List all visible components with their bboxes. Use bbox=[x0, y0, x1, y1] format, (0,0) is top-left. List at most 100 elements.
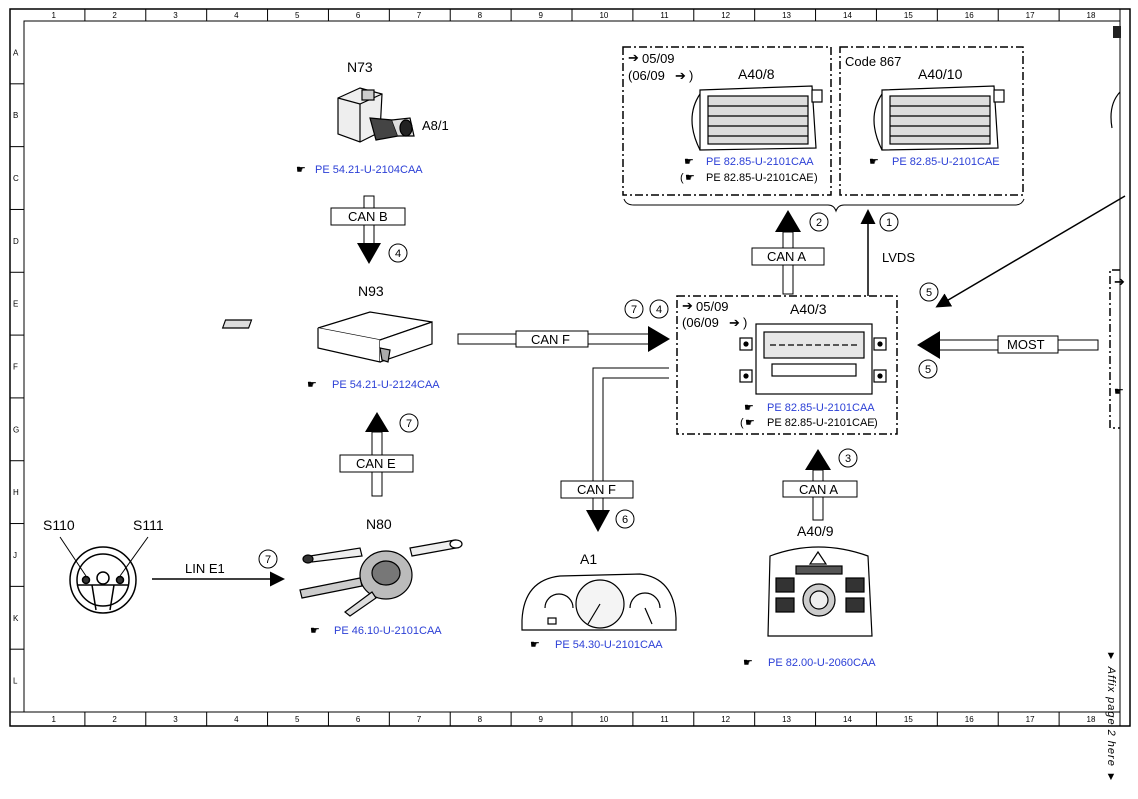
grid-column-label: 18 bbox=[1087, 11, 1096, 20]
can-b-arrow: CAN B bbox=[330, 195, 406, 264]
date-arrow-icon: ➔ bbox=[675, 68, 686, 83]
a40-3-image bbox=[739, 323, 887, 395]
a40-8-ref2-open: ( bbox=[680, 172, 684, 184]
lin-e1-label: LIN E1 bbox=[185, 561, 225, 576]
a40-3-box bbox=[676, 295, 898, 435]
note-marker: 1 bbox=[879, 212, 899, 232]
can-a-label: CAN A bbox=[767, 249, 806, 264]
grid-column-label: 14 bbox=[843, 11, 852, 20]
grid-column-label: 12 bbox=[721, 11, 730, 20]
a40-3-date1: 05/09 bbox=[696, 299, 729, 314]
ref-pointer-icon: ☛ bbox=[530, 639, 540, 651]
a1-image bbox=[521, 573, 677, 631]
a40-8-label: A40/8 bbox=[738, 66, 775, 82]
a40-8-image bbox=[691, 85, 823, 151]
date-arrow-icon: ➔ bbox=[628, 50, 639, 65]
a40-8-date2: (06/09 bbox=[628, 68, 665, 83]
note-marker: 7 4 bbox=[624, 299, 669, 319]
a40-10-image bbox=[873, 85, 1005, 151]
svg-text:6: 6 bbox=[622, 514, 628, 526]
grid-column-label: 2 bbox=[112, 11, 117, 20]
can-b-label: CAN B bbox=[348, 209, 388, 224]
group-brace bbox=[623, 198, 1025, 213]
note-marker: 4 bbox=[388, 243, 408, 263]
a40-3-ref-link[interactable]: PE 82.85-U-2101CAA bbox=[767, 402, 875, 414]
ref-pointer-icon: ☛ bbox=[310, 625, 320, 637]
can-e-arrow: CAN E bbox=[339, 412, 414, 497]
grid-column-label: 2 bbox=[112, 715, 117, 724]
grid-column-label: 7 bbox=[417, 715, 422, 724]
grid-column-label: 6 bbox=[356, 715, 361, 724]
ref-pointer-icon: ☛ bbox=[745, 417, 755, 429]
a40-3-date2-tail: ) bbox=[743, 315, 747, 330]
a40-10-box bbox=[839, 46, 1024, 196]
date-arrow-icon: ➔ bbox=[682, 298, 693, 313]
a40-8-ref-link[interactable]: PE 82.85-U-2101CAA bbox=[706, 156, 814, 168]
date-arrow-icon: ➔ bbox=[1114, 274, 1125, 289]
grid-column-label: 10 bbox=[599, 11, 608, 20]
ref-pointer-icon: ☛ bbox=[1114, 386, 1124, 398]
ref-pointer-icon: ☛ bbox=[743, 657, 753, 669]
a40-9-label: A40/9 bbox=[797, 523, 834, 539]
date-arrow-icon: ➔ bbox=[729, 315, 740, 330]
a40-10-ref-link[interactable]: PE 82.85-U-2101CAE bbox=[892, 156, 1000, 168]
svg-text:5: 5 bbox=[926, 287, 932, 299]
can-f-horizontal-arrow: CAN F bbox=[457, 326, 670, 352]
a1-ref-link[interactable]: PE 54.30-U-2101CAA bbox=[555, 639, 663, 651]
frame-outer bbox=[9, 8, 1131, 727]
svg-text:4: 4 bbox=[395, 248, 401, 260]
grid-row-label: E bbox=[13, 300, 18, 309]
svg-text:4: 4 bbox=[656, 304, 662, 316]
grid-column-label: 17 bbox=[1026, 715, 1035, 724]
a40-10-code: Code 867 bbox=[845, 54, 901, 69]
a40-3-ref2-open: ( bbox=[740, 417, 744, 429]
note-marker: 2 bbox=[809, 212, 829, 232]
can-a-upper-arrow: CAN A bbox=[751, 210, 825, 295]
n93-ref-link[interactable]: PE 54.21-U-2124CAA bbox=[332, 379, 440, 391]
grid-column-label: 15 bbox=[904, 715, 913, 724]
a1-label: A1 bbox=[580, 551, 597, 567]
grid-column-label: 5 bbox=[295, 11, 300, 20]
grid-column-label: 3 bbox=[173, 715, 178, 724]
grid-column-label: 14 bbox=[843, 715, 852, 724]
steering-wheel-image bbox=[59, 536, 149, 614]
grid-column-label: 16 bbox=[965, 11, 974, 20]
can-f-branch-arrow: CAN F bbox=[560, 367, 669, 532]
grid-column-label: 8 bbox=[478, 715, 483, 724]
ref-pointer-icon: ☛ bbox=[307, 379, 317, 391]
svg-text:1: 1 bbox=[886, 217, 892, 229]
a40-8-ref2-close: ) bbox=[814, 172, 818, 184]
grid-column-label: 18 bbox=[1087, 715, 1096, 724]
grid-row-label: K bbox=[13, 614, 19, 623]
n80-label: N80 bbox=[366, 516, 392, 532]
s111-label: S111 bbox=[133, 517, 164, 533]
ref-pointer-icon: ☛ bbox=[685, 172, 695, 184]
note-marker: 5 bbox=[919, 282, 939, 302]
n73-ref-link[interactable]: PE 54.21-U-2104CAA bbox=[315, 164, 423, 176]
note-marker: 6 bbox=[615, 509, 635, 529]
grid-column-label: 5 bbox=[295, 715, 300, 724]
can-f-label-2: CAN F bbox=[577, 482, 616, 497]
a40-8-ref2-link[interactable]: PE 82.85-U-2101CAE bbox=[706, 172, 814, 184]
ref-pointer-icon: ☛ bbox=[744, 402, 754, 414]
grid-column-label: 16 bbox=[965, 715, 974, 724]
a40-3-ref2-link[interactable]: PE 82.85-U-2101CAE bbox=[767, 417, 875, 429]
grid-row-label: F bbox=[13, 363, 18, 372]
note-marker: 7 bbox=[258, 549, 278, 569]
svg-text:7: 7 bbox=[631, 304, 637, 316]
diagonal-arrow bbox=[935, 195, 1126, 308]
svg-text:5: 5 bbox=[925, 364, 931, 376]
a40-9-ref-link[interactable]: PE 82.00-U-2060CAA bbox=[768, 657, 876, 669]
note-marker: 7 bbox=[399, 413, 419, 433]
grid-column-label: 4 bbox=[234, 11, 239, 20]
a40-8-date1: 05/09 bbox=[642, 51, 675, 66]
ref-pointer-icon: ☛ bbox=[296, 164, 306, 176]
svg-text:2: 2 bbox=[816, 217, 822, 229]
ref-pointer-icon: ☛ bbox=[869, 156, 879, 168]
s110-label: S110 bbox=[43, 517, 75, 533]
grid-column-label: 3 bbox=[173, 11, 178, 20]
corner-mark-icon bbox=[1113, 26, 1121, 38]
n80-ref-link[interactable]: PE 46.10-U-2101CAA bbox=[334, 625, 442, 637]
a40-8-box bbox=[622, 46, 832, 196]
